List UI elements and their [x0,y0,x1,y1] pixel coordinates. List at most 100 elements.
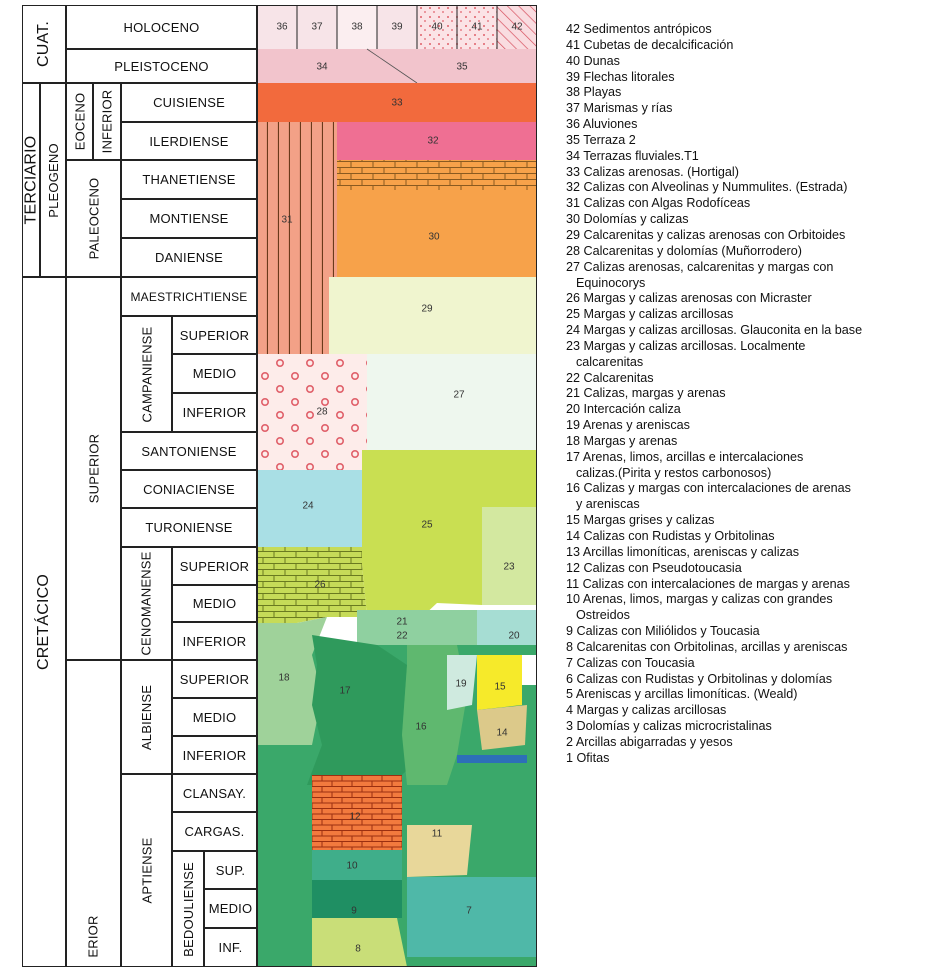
unit-label: 8 [355,943,361,955]
unit-label: 31 [281,214,293,226]
period-inferior: ERIOR [66,660,121,967]
legend-text: Cubetas de decalcificación [583,37,734,52]
era-cretacico: CRETÁCICO [22,277,66,967]
legend-text: Calizas con Rudistas y Orbitolinas y dol… [576,671,832,686]
legend-item: 1 Ofitas [566,751,936,767]
stage-santoniense: SANTONIENSE [121,432,257,470]
legend-text: Margas y calizas arcillosas [583,307,734,322]
legend-number: 7 [566,655,574,670]
stage-montiense: MONTIENSE [121,199,257,238]
legend-text: Arenas y areniscas [582,418,690,433]
stage-pleistoceno: PLEISTOCENO [66,49,257,83]
legend-number: 1 [566,750,574,765]
legend-number: 2 [566,734,574,749]
legend-number: 26 [566,291,581,306]
legend-item: 14 Calizas con Rudistas y Orbitolinas [566,529,936,545]
legend-item: 25 Margas y calizas arcillosas [566,307,936,323]
unit-label: 32 [427,135,439,147]
legend-number: 4 [566,703,574,718]
legend-text: Calizas con Alveolinas y Nummulites. (Es… [583,180,848,195]
legend-item: 6 Calizas con Rudistas y Orbitolinas y d… [566,672,936,688]
legend-item: 35 Terraza 2 [566,133,936,149]
epoch-albiense: ALBIENSE [121,660,172,774]
legend-number: 3 [566,719,574,734]
legend-number: 10 [566,592,581,607]
stage-alb-medio: MEDIO [172,698,257,736]
unit-label: 23 [503,561,515,573]
period-pleogeno: PLEOGENO [40,83,66,277]
stage-alb-superior: SUPERIOR [172,660,257,698]
legend-item: 12 Calizas con Pseudotoucasia [566,561,936,577]
legend-item: 26 Margas y calizas arenosas con Micrast… [566,291,936,307]
legend-number: 6 [566,671,574,686]
legend-number: 18 [566,433,581,448]
stage-clansay: CLANSAY. [172,774,257,812]
unit-label: 20 [508,630,520,642]
unit-label: 39 [391,21,403,33]
unit-label: 30 [428,231,440,243]
legend-text: Calizas con Algas Rodofíceas [583,196,751,211]
unit-label: 18 [278,672,290,684]
legend-item: 4 Margas y calizas arcillosas [566,703,936,719]
legend-item: 23 Margas y calizas arcillosas. Localmen… [566,339,936,371]
legend-number: 16 [566,481,581,496]
stage-medio: MEDIO [204,889,257,928]
legend-number: 40 [566,53,581,68]
unit-label: 29 [421,303,433,315]
legend-number: 36 [566,117,581,132]
unit-label: 28 [316,406,328,418]
stage-cargas: CARGAS. [172,812,257,851]
legend-item: 10 Arenas, limos, margas y calizas con g… [566,592,936,624]
legend-number: 8 [566,639,574,654]
legend-number: 24 [566,323,581,338]
legend-text: Marismas y rías [583,101,673,116]
era-cuat: CUAT. [22,5,66,83]
legend-text: Calizas, margas y arenas [583,386,726,401]
legend-item: 32 Calizas con Alveolinas y Nummulites. … [566,180,936,196]
unit-label: 38 [351,21,363,33]
unit-label: 19 [455,678,467,690]
legend-text: Margas y calizas arcillosas. Localmente [583,338,806,353]
legend-item: 15 Margas grises y calizas [566,513,936,529]
epoch-eoceno: EOCENO [66,83,93,160]
stage-coniaciense: CONIACIENSE [121,470,257,508]
stage-camp-superior: SUPERIOR [172,316,257,354]
unit-label: 25 [421,519,433,531]
stage-thanetiense: THANETIENSE [121,160,257,199]
legend-number: 17 [566,449,581,464]
unit-label: 12 [349,811,361,823]
legend-item: 36 Aluviones [566,117,936,133]
legend-text: Dolomías y calizas microcristalinas [576,719,772,734]
legend-number: 9 [566,624,574,639]
legend-text: Calizas con Toucasia [576,655,695,670]
legend-number: 39 [566,69,581,84]
legend-item: 9 Calizas con Miliólidos y Toucasia [566,624,936,640]
legend-number: 21 [566,386,581,401]
legend-text: Playas [583,85,622,100]
legend-text: Terraza 2 [583,132,636,147]
unit-label: 15 [494,681,506,693]
legend-text: Arcillas limoníticas, areniscas y caliza… [582,544,800,559]
legend-text: Terrazas fluviales.T1 [583,148,699,163]
legend-text: Calcarenitas y calizas arenosas con Orbi… [583,227,846,242]
legend-text-continuation: calcarenitas [576,354,644,369]
legend-item: 33 Calizas arenosas. (Hortigal) [566,165,936,181]
legend-text: Calizas con Pseudotoucasia [583,560,742,575]
stage-daniense: DANIENSE [121,238,257,277]
legend-item: 40 Dunas [566,54,936,70]
legend-text: Calizas arenosas. (Hortigal) [583,164,739,179]
legend-number: 22 [566,370,581,385]
legend-text: Arcillas abigarradas y yesos [575,734,733,749]
legend-item: 34 Terrazas fluviales.T1 [566,149,936,165]
legend-item: 38 Playas [566,85,936,101]
legend-text: Flechas litorales [583,69,675,84]
legend-item: 24 Margas y calizas arcillosas. Glauconi… [566,323,936,339]
unit-label: 42 [511,21,523,33]
legend-item: 20 Intercación caliza [566,402,936,418]
unit-label: 27 [453,389,465,401]
stage-camp-medio: MEDIO [172,354,257,393]
legend-text-continuation: calizas.(Pirita y restos carbonosos) [576,465,772,480]
legend-item: 8 Calcarenitas con Orbitolinas, arcillas… [566,640,936,656]
legend-text: Calcarenitas [583,370,654,385]
